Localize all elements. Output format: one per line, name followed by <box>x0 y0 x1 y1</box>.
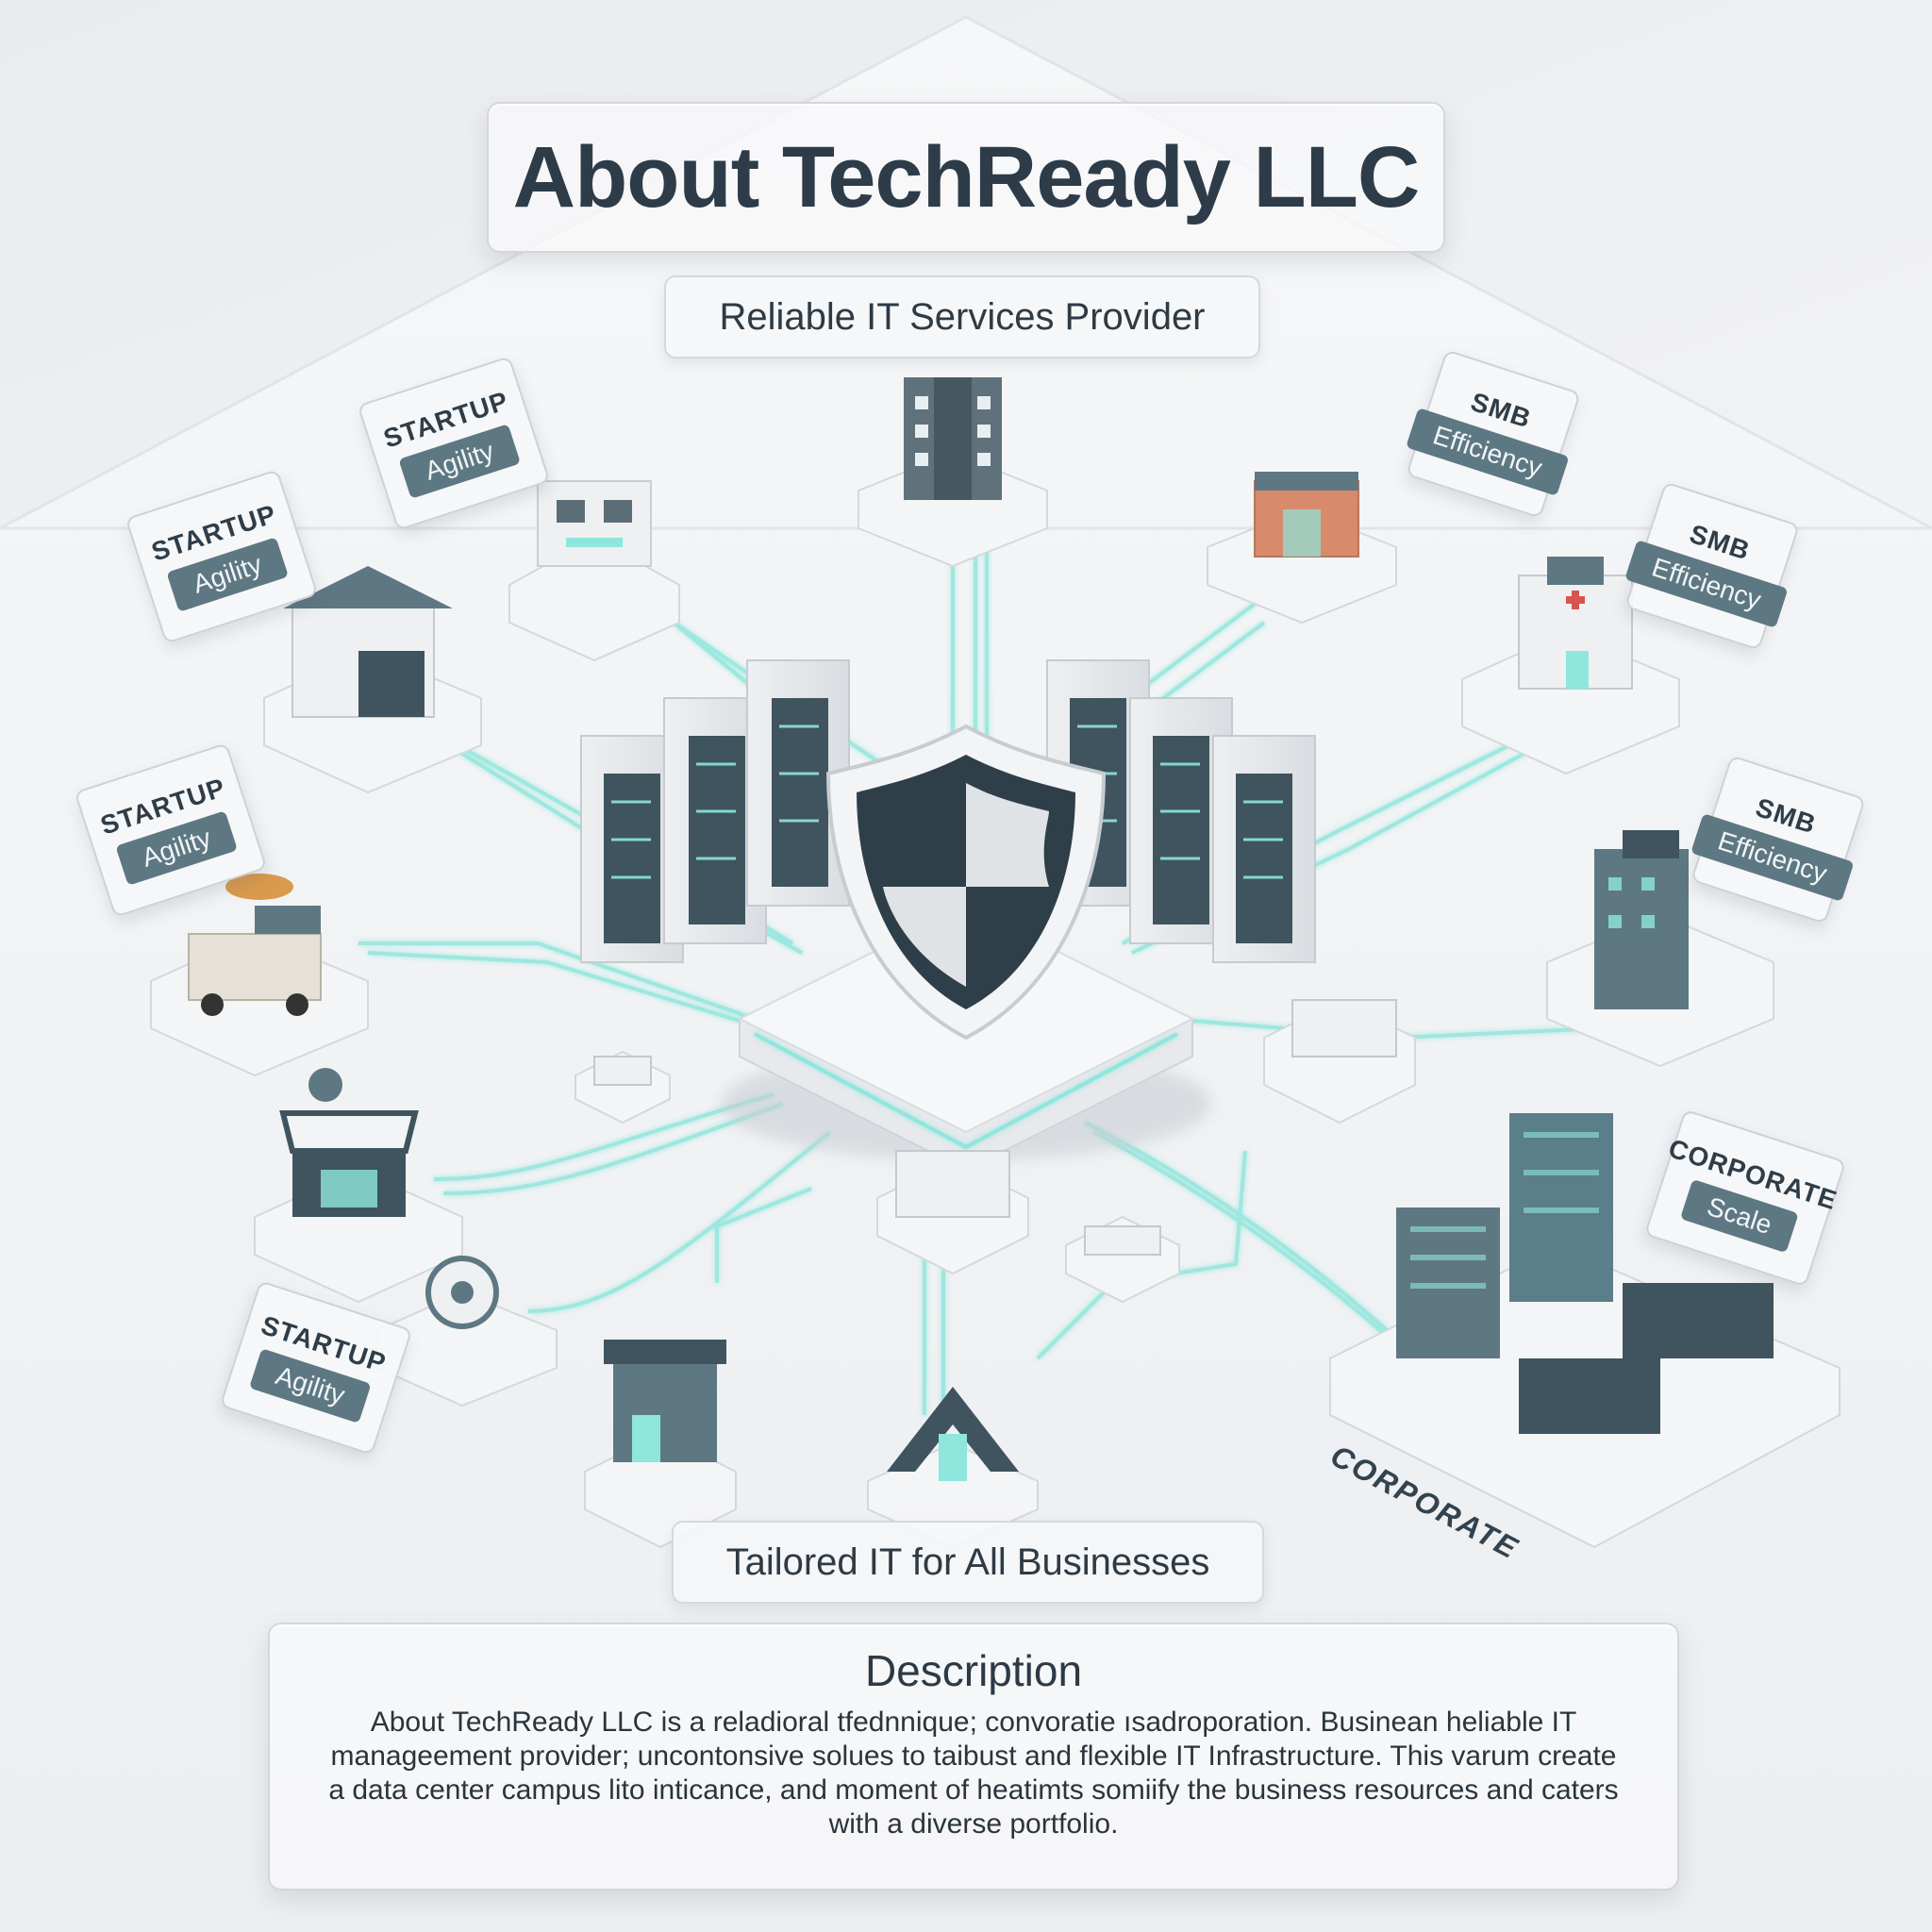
page-title: About TechReady LLC <box>512 128 1421 225</box>
server-rack-icon <box>1046 659 1316 963</box>
workspace-icon <box>537 480 652 567</box>
garage-icon <box>283 566 453 718</box>
data-center-icon <box>1396 1113 1774 1434</box>
location-pin-icon <box>425 1256 499 1329</box>
description-panel: Description About TechReady LLC is a rel… <box>268 1623 1679 1890</box>
shield-icon <box>825 724 1107 1041</box>
office-building-icon <box>904 377 1002 500</box>
hospital-icon <box>1518 557 1633 690</box>
tagline-pill: Tailored IT for All Businesses <box>672 1521 1264 1604</box>
title-panel: About TechReady LLC <box>487 102 1445 253</box>
router-icon <box>593 999 1397 1256</box>
retail-store-icon <box>1254 472 1359 558</box>
tower-building-icon <box>1594 830 1689 1009</box>
storefront-icon <box>279 1068 419 1217</box>
subtitle-pill: Reliable IT Services Provider <box>664 275 1260 358</box>
description-body: About TechReady LLC is a reladioral tfed… <box>328 1707 1619 1840</box>
server-rack-icon <box>580 659 850 963</box>
food-truck-icon <box>188 874 322 1016</box>
description-heading: Description <box>864 1646 1083 1695</box>
upload-arrow-icon <box>887 1387 1019 1481</box>
clinic-icon <box>604 1340 726 1462</box>
